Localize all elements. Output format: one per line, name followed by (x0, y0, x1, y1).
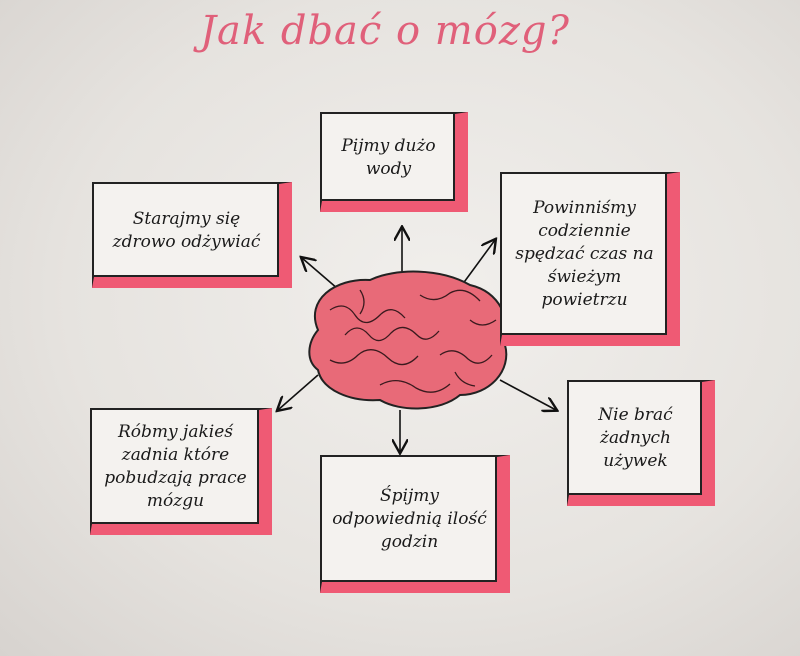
arrow-downleft (278, 374, 319, 410)
box-text: Powinniśmy codziennie spędzać czas na św… (515, 198, 654, 310)
box-text: Róbmy jakieś zadnia które pobudzają prac… (104, 422, 247, 511)
box-no-stimulants: Nie brać żadnych używek (567, 380, 715, 506)
poster-title: Jak dbać o mózg? (200, 8, 570, 54)
arrow-upright (461, 240, 495, 286)
arrow-right (499, 379, 556, 410)
box-healthy-diet: Starajmy się zdrowo odżywiać (92, 182, 292, 288)
box-text: Starajmy się zdrowo odżywiać (112, 208, 261, 252)
box-text: Śpijmy odpowiednią ilość godzin (332, 486, 487, 552)
box-text: Pijmy dużo wody (341, 135, 436, 179)
box-sleep: Śpijmy odpowiednią ilość godzin (320, 455, 510, 593)
box-text: Nie brać żadnych używek (598, 405, 673, 471)
box-brain-tasks: Róbmy jakieś zadnia które pobudzają prac… (90, 408, 272, 535)
box-drink-water: Pijmy dużo wody (320, 112, 468, 212)
brain-icon (308, 270, 508, 410)
box-fresh-air: Powinniśmy codziennie spędzać czas na św… (500, 172, 680, 346)
